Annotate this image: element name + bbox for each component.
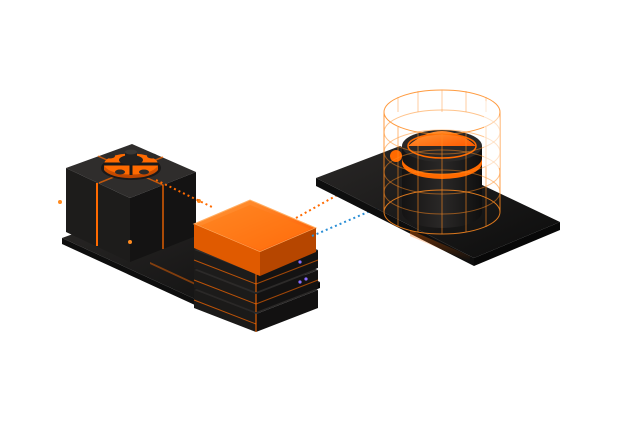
cylindrical-tank-icon bbox=[383, 89, 501, 235]
connector-left-to-center bbox=[155, 179, 215, 209]
orange-top-block bbox=[192, 199, 318, 276]
server-stack-icon bbox=[192, 199, 319, 332]
cube-with-turret-icon bbox=[101, 149, 161, 180]
